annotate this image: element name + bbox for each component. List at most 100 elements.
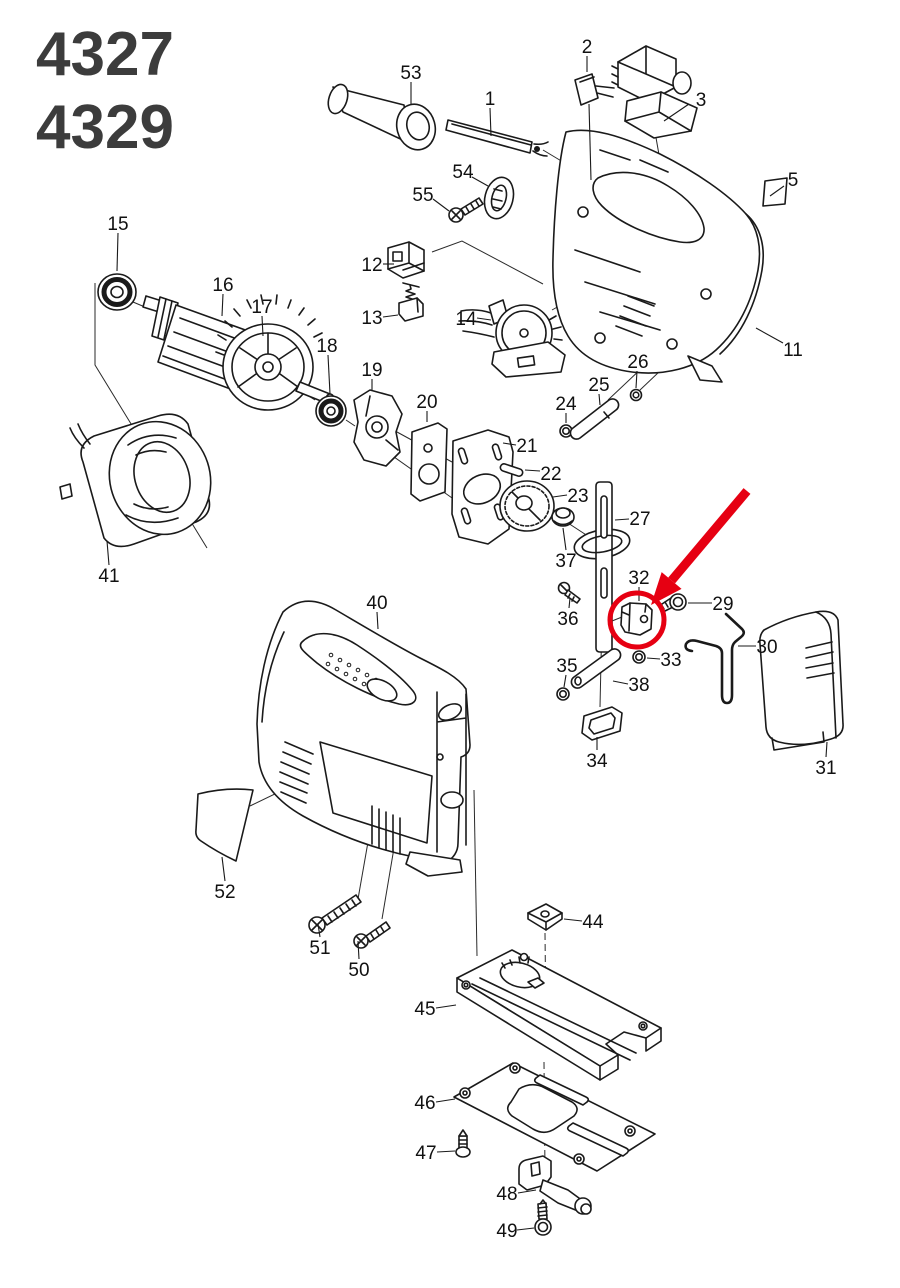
part-leader-50: [357, 940, 360, 960]
part-label-41: 41: [98, 566, 119, 587]
part-label-3: 3: [696, 90, 707, 111]
part-19-drawing: [353, 389, 403, 467]
model-number-4329: 4329: [36, 93, 174, 162]
part-label-44: 44: [582, 912, 604, 933]
part-leader-13: [382, 314, 399, 318]
part-52-label-sheet-drawing: [195, 788, 254, 862]
part-label-16: 16: [212, 275, 233, 296]
part-leader-18: [327, 354, 331, 395]
part-33-oring-drawing: [632, 650, 646, 664]
part-38-drawing: [570, 648, 622, 689]
part-leader-45: [435, 1004, 457, 1009]
part-50-screw-drawing: [353, 921, 391, 949]
part-55-drawing: [448, 197, 484, 223]
part-51-screw-drawing: [308, 894, 362, 934]
part-label-49: 49: [496, 1221, 517, 1242]
part-3-drawing: [611, 45, 698, 139]
part-2-drawing: [574, 73, 615, 106]
part-leader-27: [614, 518, 630, 521]
part-label-23: 23: [567, 486, 588, 507]
part-label-38: 38: [628, 675, 649, 696]
part-label-51: 51: [309, 938, 330, 959]
part-label-45: 45: [414, 999, 435, 1020]
part-12-drawing: [387, 241, 425, 279]
part-53-drawing: [327, 83, 437, 151]
part-54-drawing: [483, 176, 515, 220]
part-label-47: 47: [415, 1143, 436, 1164]
model-number-4327: 4327: [36, 20, 174, 89]
part-leader-47: [436, 1150, 456, 1153]
part-leader-44: [563, 918, 583, 922]
part-leader-17: [261, 315, 264, 337]
part-label-13: 13: [361, 308, 382, 329]
part-label-54: 54: [452, 162, 474, 183]
part-label-46: 46: [414, 1093, 435, 1114]
part-40-housing-drawing: [256, 600, 471, 877]
part-48-guide-drawing: [518, 1155, 592, 1215]
part-label-50: 50: [348, 960, 369, 981]
part-leader-11: [755, 327, 784, 344]
part-label-18: 18: [316, 336, 337, 357]
part-leader-2: [588, 103, 592, 181]
part-14-drawing: [458, 299, 566, 378]
part-45-base-drawing: [456, 949, 662, 1081]
part-label-31: 31: [815, 758, 836, 779]
part-leader-1: [489, 107, 492, 137]
part-leader-52: [221, 856, 226, 882]
part-leader-37: [562, 527, 567, 551]
part-25-drawing: [569, 398, 620, 440]
part-label-55: 55: [412, 185, 433, 206]
part-leader-35: [563, 674, 567, 688]
part-label-40: 40: [366, 593, 387, 614]
part-leader-49: [516, 1227, 535, 1231]
part-label-17: 17: [251, 297, 272, 318]
part-20-drawing: [410, 422, 448, 502]
part-34-drawing: [581, 706, 623, 741]
part-leader-38: [612, 680, 629, 685]
part-label-25: 25: [588, 375, 609, 396]
annotation-layer: [607, 488, 751, 650]
part-label-34: 34: [586, 751, 608, 772]
part-30-wire-drawing: [684, 612, 746, 705]
part-label-26: 26: [627, 352, 648, 373]
part-35-oring-drawing: [556, 687, 570, 701]
part-leader-22: [524, 469, 541, 472]
part-label-11: 11: [783, 340, 803, 361]
part-label-48: 48: [496, 1184, 517, 1205]
highlight-arrow-head: [651, 572, 682, 605]
part-leader-40: [376, 611, 379, 630]
part-label-22: 22: [540, 464, 561, 485]
part-label-35: 35: [556, 656, 577, 677]
part-leader-54: [471, 176, 489, 187]
part-leader-16: [221, 293, 224, 317]
part-label-5: 5: [788, 170, 799, 191]
part-label-27: 27: [629, 509, 650, 530]
part-13-drawing: [398, 282, 424, 322]
part-label-52: 52: [214, 882, 235, 903]
part-leader-33: [646, 657, 661, 660]
part-label-15: 15: [107, 214, 128, 235]
part-leader-5: [769, 185, 785, 197]
part-label-12: 12: [361, 255, 382, 276]
part-1-drawing: [445, 119, 549, 157]
part-21-drawing: [451, 429, 514, 545]
part-label-53: 53: [400, 63, 421, 84]
part-18-bearing-drawing: [315, 395, 347, 427]
part-label-20: 20: [416, 392, 437, 413]
highlight-arrow-shaft: [668, 488, 751, 584]
part-leader-46: [435, 1098, 456, 1103]
part-label-21: 21: [516, 436, 537, 457]
part-label-29: 29: [712, 594, 733, 615]
highlight-circle: [607, 590, 667, 650]
part-11-drawing: [552, 129, 764, 383]
part-leader-14: [476, 317, 492, 321]
part-36-screw-drawing: [557, 581, 581, 604]
part-27-rod-drawing: [573, 481, 631, 653]
part-26-oring-drawing: [629, 388, 643, 402]
part-31-cover-drawing: [759, 610, 844, 751]
part-label-1: 1: [485, 89, 496, 110]
part-41-stator-drawing: [59, 413, 212, 548]
